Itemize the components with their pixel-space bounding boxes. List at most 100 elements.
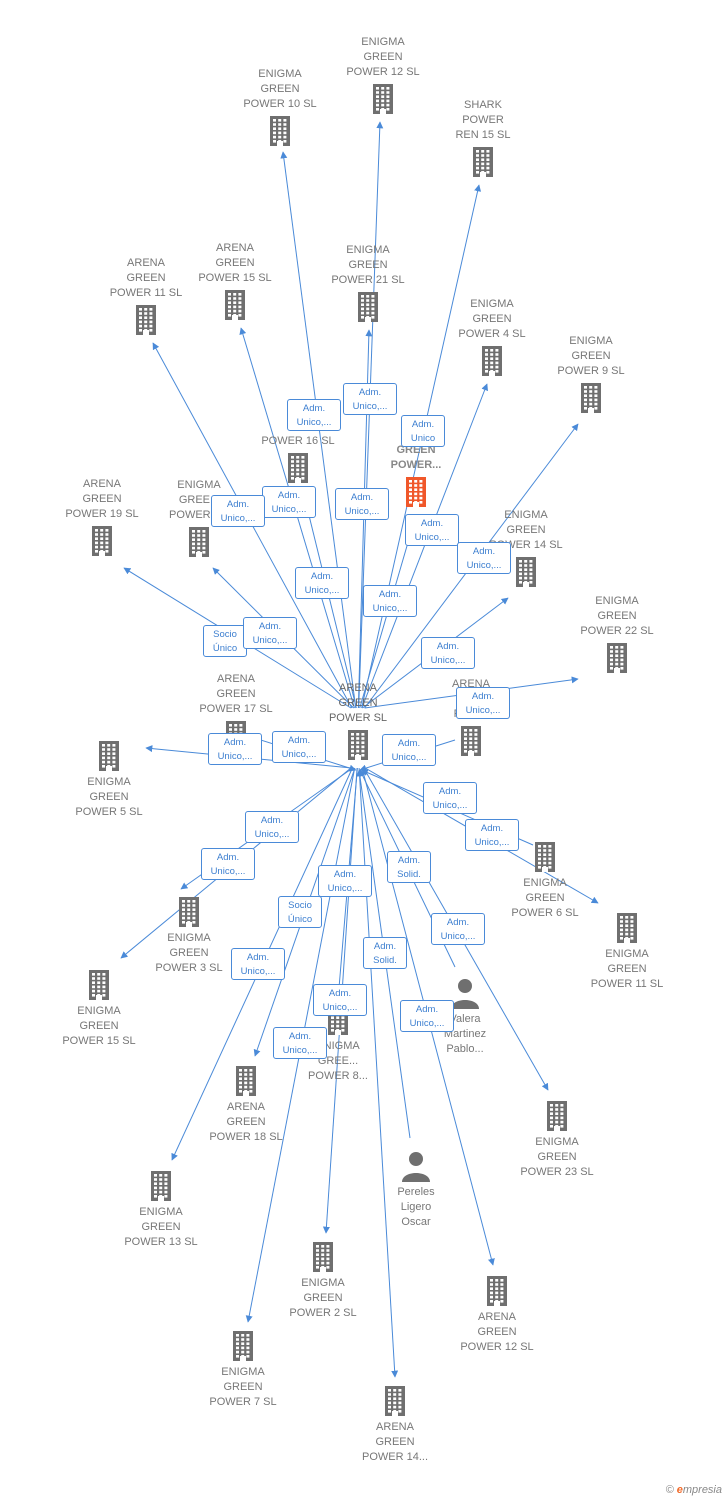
person-icon [399, 1149, 433, 1183]
building-icon [466, 145, 500, 179]
edge-label[interactable]: Adm. Unico,... [318, 865, 372, 897]
node-label: ARENA GREEN POWER SL [328, 682, 388, 724]
edge-line [301, 490, 357, 709]
edge-label[interactable]: Adm. Unico,... [273, 1027, 327, 1059]
building-icon [509, 555, 543, 589]
company-node[interactable]: ENIGMA GREEN POWER 15 SL [44, 966, 154, 1049]
company-node[interactable]: ARENA GREEN POWER SL [303, 681, 413, 764]
company-node[interactable]: ENIGMA GREEN POWER 7 SL [188, 1327, 298, 1410]
node-label: ARENA GREEN POWER 15 SL [198, 242, 272, 284]
edge-label[interactable]: Adm. Unico,... [243, 617, 297, 649]
edge-label[interactable]: Adm. Solid. [363, 937, 407, 969]
edge-label[interactable]: Adm. Unico,... [431, 913, 485, 945]
building-icon [378, 1384, 412, 1418]
edge-label[interactable]: Adm. Unico,... [272, 731, 326, 763]
building-icon [399, 475, 433, 509]
person-node[interactable]: Pereles Ligero Oscar [361, 1147, 471, 1230]
company-node[interactable]: ENIGMA GREEN POWER 11 SL [572, 909, 682, 992]
edge-label[interactable]: Adm. Unico,... [262, 486, 316, 518]
company-node[interactable]: ENIGMA GREEN POWER 22 SL [562, 594, 672, 677]
node-label: ARENA GREEN POWER 17 SL [199, 673, 273, 715]
node-label: ENIGMA GREEN POWER 13 SL [124, 1206, 198, 1248]
edge-label[interactable]: Socio Único [203, 625, 247, 657]
company-node[interactable]: SHARK POWER REN 15 SL [428, 98, 538, 181]
building-icon [366, 82, 400, 116]
node-label: ENIGMA GREEN POWER 23 SL [520, 1136, 594, 1178]
edge-label[interactable]: Adm. Unico,... [231, 948, 285, 980]
company-node[interactable]: ENIGMA GREEN POWER 9 SL [536, 334, 646, 417]
edge-label[interactable]: Adm. Unico,... [405, 514, 459, 546]
edge-label[interactable]: Adm. Unico,... [295, 567, 349, 599]
node-label: ENIGMA GREE... POWER 1... [169, 479, 229, 521]
company-node[interactable]: ARENA GREEN POWER 18 SL [191, 1062, 301, 1145]
edge-label[interactable]: Adm. Unico,... [201, 848, 255, 880]
building-icon [82, 968, 116, 1002]
company-node[interactable]: ENIGMA GREEN POWER 6 SL [490, 838, 600, 921]
building-icon [129, 303, 163, 337]
company-node[interactable]: ENIGMA GREEN POWER 23 SL [502, 1097, 612, 1180]
node-label: ENIGMA GREEN POWER 4 SL [458, 298, 526, 340]
edge-label[interactable]: Adm. Unico,... [400, 1000, 454, 1032]
node-label: ARENA GREEN POWER 19 SL [65, 478, 139, 520]
edge-label[interactable]: Adm. Unico,... [287, 399, 341, 431]
edge-label[interactable]: Adm. Unico,... [211, 495, 265, 527]
edge-label[interactable]: Adm. Unico,... [421, 637, 475, 669]
person-node[interactable]: Valera Martinez Pablo... [410, 974, 520, 1057]
edge-label[interactable]: Adm. Unico,... [456, 687, 510, 719]
node-label: ENIGMA GREEN POWER 2 SL [289, 1277, 357, 1319]
edge-label[interactable]: Adm. Unico,... [382, 734, 436, 766]
node-label: ENIGMA GREEN POWER 7 SL [209, 1366, 277, 1408]
edge-label[interactable]: Adm. Solid. [387, 851, 431, 883]
company-node[interactable]: ARENA GREEN POWER 19 SL [47, 477, 157, 560]
company-node[interactable]: ARENA GREEN POWER 14... [340, 1382, 450, 1465]
company-node[interactable]: ENIGMA GREEN POWER 5 SL [54, 737, 164, 820]
company-node[interactable]: ARENA GREEN POWER 11 SL [91, 256, 201, 339]
node-label: SHARK POWER REN 15 SL [455, 99, 511, 141]
person-icon [448, 976, 482, 1010]
edge-label[interactable]: Adm. Unico,... [313, 984, 367, 1016]
edge-line [361, 383, 488, 709]
building-icon [172, 895, 206, 929]
node-label: Valera Martinez Pablo... [443, 1013, 487, 1055]
edge-label[interactable]: Adm. Unico,... [343, 383, 397, 415]
building-icon [229, 1064, 263, 1098]
edge-label[interactable]: Adm. Unico,... [208, 733, 262, 765]
node-label: ENIGMA GREEN POWER 22 SL [580, 595, 654, 637]
building-icon [306, 1240, 340, 1274]
company-node[interactable]: ENIGMA GREEN POWER 10 SL [225, 67, 335, 150]
building-icon [281, 451, 315, 485]
edge-label[interactable]: Adm. Unico,... [423, 782, 477, 814]
company-node[interactable]: ENIGMA GREE... POWER 1... [144, 478, 254, 561]
edge-label[interactable]: Adm. Unico,... [335, 488, 389, 520]
building-icon [528, 840, 562, 874]
building-icon [263, 114, 297, 148]
company-node[interactable]: ENIGMA GREEN POWER 13 SL [106, 1167, 216, 1250]
node-label: ENIGMA GREEN POWER 11 SL [590, 948, 664, 990]
building-icon [92, 739, 126, 773]
company-node[interactable]: ENIGMA GREEN POWER 2 SL [268, 1238, 378, 1321]
company-node[interactable]: ENIGMA GREEN POWER 14 SL [471, 508, 581, 591]
node-label: ENIGMA GREEN POWER 12 SL [346, 36, 420, 78]
company-node[interactable]: ARENA GREEN POWER 15 SL [180, 241, 290, 324]
building-icon [454, 724, 488, 758]
company-node[interactable]: ARENA GREEN POWER 12 SL [442, 1272, 552, 1355]
building-icon [341, 728, 375, 762]
node-label: ENIGMA GREEN POWER 9 SL [557, 335, 625, 377]
company-node[interactable]: ENIGMA GREEN POWER 4 SL [437, 297, 547, 380]
edge-label[interactable]: Socio Único [278, 896, 322, 928]
edge-label[interactable]: Adm. Unico [401, 415, 445, 447]
node-label: ARENA GREEN POWER 11 SL [109, 257, 183, 299]
edge-label[interactable]: Adm. Unico,... [457, 542, 511, 574]
edge-label[interactable]: Adm. Unico,... [465, 819, 519, 851]
edge-label[interactable]: Adm. Unico,... [363, 585, 417, 617]
node-label: ENIGMA GREEN POWER 6 SL [511, 877, 579, 919]
company-node[interactable]: ENIGMA GREEN POWER 12 SL [328, 35, 438, 118]
company-node[interactable]: ENIGMA GREEN POWER 3 SL [134, 893, 244, 976]
company-node[interactable]: ENIGMA GREEN POWER 21 SL [313, 243, 423, 326]
brand-logo: © empresia [665, 1484, 722, 1496]
edge-label[interactable]: Adm. Unico,... [245, 811, 299, 843]
node-label: ENIGMA GREEN POWER 21 SL [331, 244, 405, 286]
node-label: ARENA GREEN POWER 12 SL [460, 1311, 534, 1353]
node-label: ENIGMA GREE... POWER 8... [308, 1040, 368, 1082]
